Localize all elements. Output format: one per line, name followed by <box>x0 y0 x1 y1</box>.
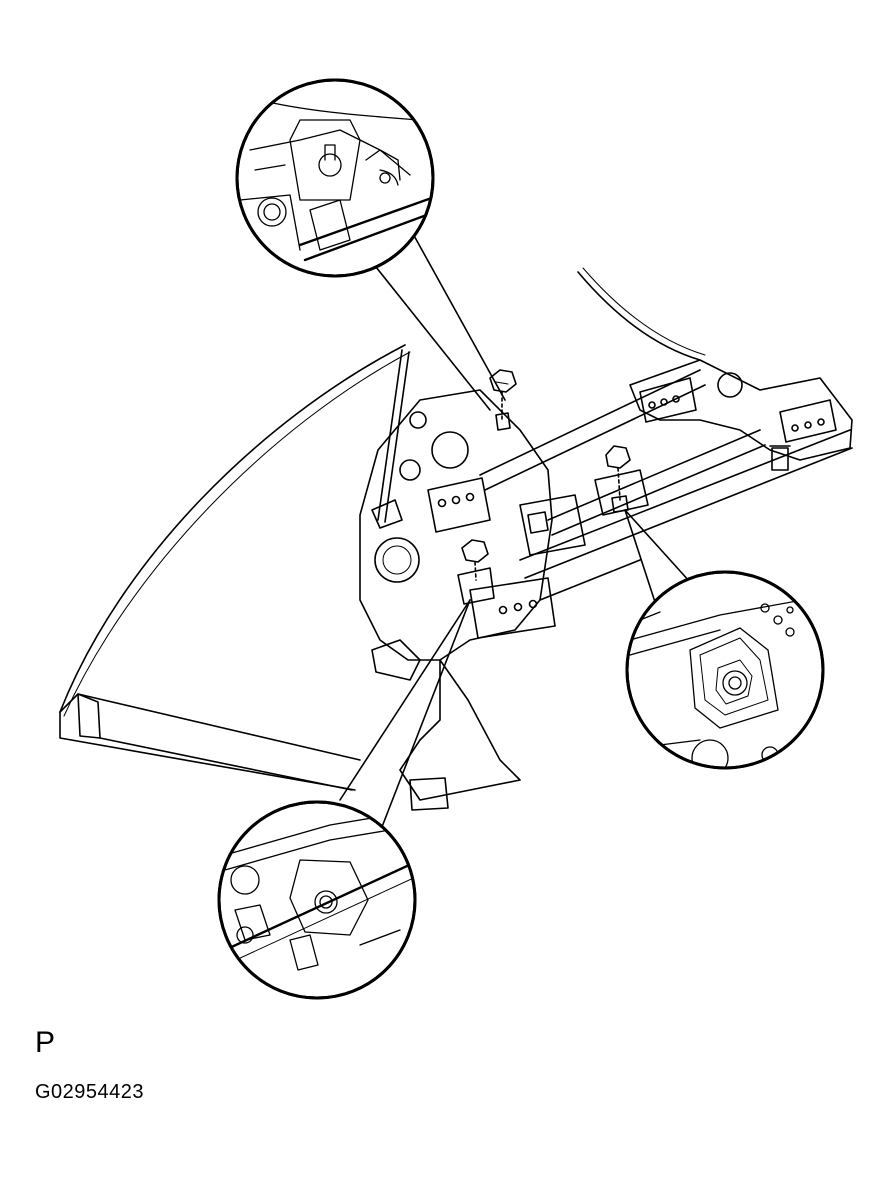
regulator-frame <box>360 360 852 810</box>
door-panel <box>60 345 410 790</box>
view-label: P <box>35 1026 56 1059</box>
window-glass-curve <box>578 268 705 360</box>
leader-upper <box>372 232 505 410</box>
detail-circle-lower <box>219 802 420 998</box>
detail-circle-upper <box>237 80 440 276</box>
leader-lower <box>340 600 470 832</box>
leader-right <box>625 510 690 602</box>
lift-rod <box>372 350 409 528</box>
figure-code: G02954423 <box>35 1081 145 1103</box>
nut-right <box>606 446 630 512</box>
detail-circle-right <box>627 572 830 776</box>
bolt-upper <box>490 370 516 430</box>
bolt-lower <box>458 540 494 604</box>
